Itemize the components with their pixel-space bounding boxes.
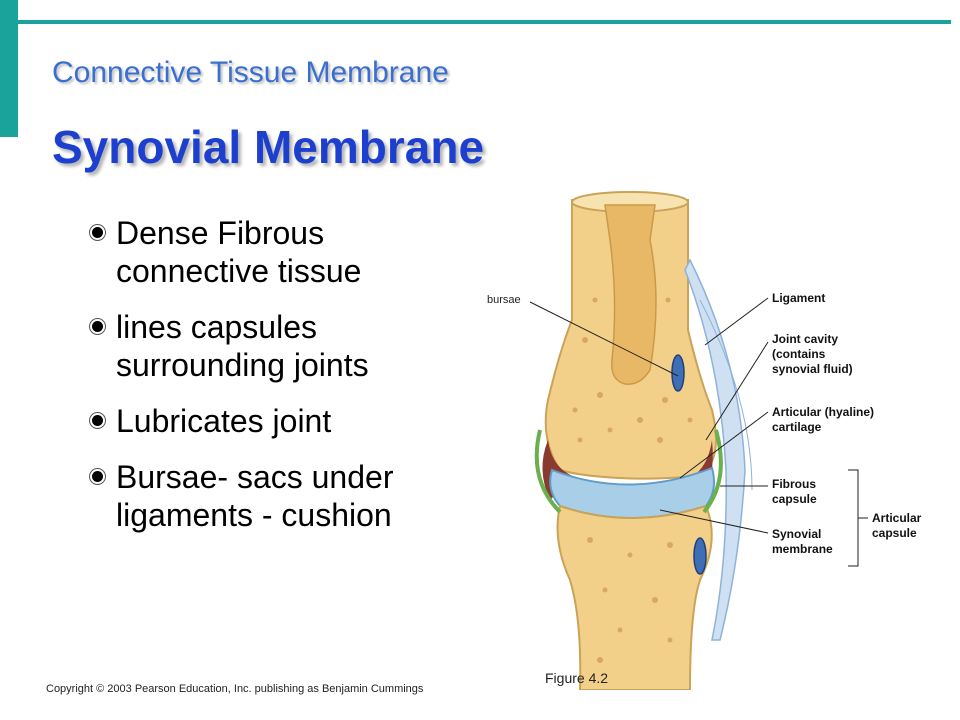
bullet-text: Lubricates joint	[116, 403, 332, 439]
bullet-dot-icon	[92, 227, 103, 238]
spongy-bone-texture	[572, 297, 693, 443]
accent-bar-top	[18, 20, 951, 24]
bullet-item: Dense Fibrous connective tissue	[90, 214, 480, 290]
bullet-text: Dense Fibrous connective tissue	[116, 215, 362, 289]
synovial-membrane-label: membrane	[772, 542, 833, 556]
fibrous-capsule-label: Fibrous	[772, 477, 816, 491]
bursae-pointer	[529, 301, 679, 377]
articular-capsule-label: Articular	[872, 511, 922, 525]
figure-caption: Figure 4.2	[545, 670, 609, 686]
lower-spongy-texture	[587, 537, 673, 663]
bullet-item: Lubricates joint	[90, 402, 480, 440]
synovial-membrane-line	[702, 429, 723, 514]
bullet-dot-icon	[92, 415, 103, 426]
bullet-dot-icon	[92, 471, 103, 482]
slide-subtitle: Connective Tissue Membrane	[52, 56, 449, 89]
joint-cavity-label: (contains	[772, 347, 826, 361]
fibrous-capsule-label: capsule	[772, 492, 817, 506]
bursa-lower	[693, 537, 707, 575]
leader-lines	[659, 297, 868, 567]
bullet-dot-icon	[92, 321, 103, 332]
bursa-upper	[671, 354, 685, 392]
medullary-cavity	[604, 204, 657, 385]
bullet-text: lines capsules surrounding joints	[116, 309, 369, 383]
joint-cavity-label: synovial fluid)	[772, 362, 853, 376]
copyright-notice: Copyright © 2003 Pearson Education, Inc.…	[46, 683, 424, 695]
accent-bar-left	[0, 0, 18, 137]
bursae-label: bursae	[487, 294, 521, 306]
joint-cavity-label: Joint cavity	[772, 332, 838, 346]
bullet-text: Bursae- sacs under ligaments - cushion	[116, 459, 394, 533]
synovial-membrane-line	[534, 429, 562, 514]
ligament-label: Ligament	[772, 291, 825, 305]
ligament-fibers	[684, 258, 746, 641]
bullet-item: lines capsules surrounding joints	[90, 308, 480, 384]
cartilage-label: cartilage	[772, 420, 822, 434]
articular-capsule-label: capsule	[872, 526, 917, 540]
lower-bone	[556, 504, 713, 690]
synovial-membrane-label: Synovial	[772, 527, 821, 541]
synovial-joint-diagram: bursae Ligament Joint cavity (contains s…	[487, 191, 922, 690]
bullet-item: Bursae- sacs under ligaments - cushion	[90, 458, 480, 534]
ligament-fibers	[699, 299, 753, 491]
cartilage-label: Articular (hyaline)	[772, 405, 874, 419]
bullet-list: Dense Fibrous connective tissue lines ca…	[90, 214, 480, 552]
slide-title: Synovial Membrane	[52, 121, 485, 173]
